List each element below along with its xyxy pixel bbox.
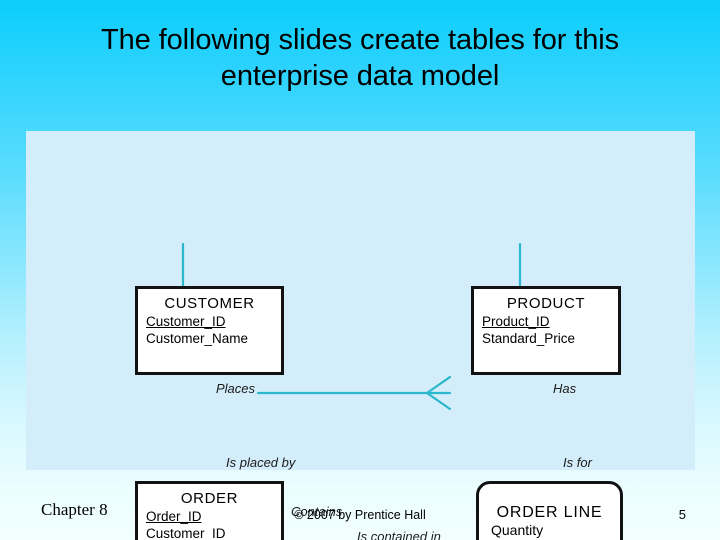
entity-order-attribute-1: Customer_ID (146, 526, 226, 540)
footer-page-number: 5 (678, 507, 686, 522)
relationship-label-has: Has (553, 381, 577, 396)
relationship-label-contains: Contains (291, 504, 343, 519)
entity-product-attribute-1: Standard_Price (482, 331, 576, 346)
relationship-label-is-for: Is for (563, 455, 592, 470)
entity-product-attribute-0: Product_ID (482, 314, 550, 329)
entity-order-line[interactable]: ORDER LINE Quantity (476, 481, 623, 540)
entity-customer-title: CUSTOMER (164, 295, 255, 312)
entity-order-line-title: ORDER LINE (496, 504, 603, 521)
entity-customer-attribute-1: Customer_Name (146, 331, 249, 346)
entity-order-attribute-0: Order_ID (146, 509, 202, 524)
entity-product-title: PRODUCT (506, 295, 586, 312)
relationship-label-is-placed-by: Is placed by (226, 455, 296, 470)
footer-chapter: Chapter 8 (41, 500, 108, 519)
entity-product[interactable]: PRODUCT Product_ID Standard_Price (471, 286, 621, 375)
footer-copyright: © 2007 by Prentice Hall (294, 508, 426, 522)
er-diagram-panel: CUSTOMER Customer_ID Customer_Name PRODU… (26, 131, 695, 540)
entity-customer[interactable]: CUSTOMER Customer_ID Customer_Name (135, 286, 284, 375)
entity-order-line-attribute-0: Quantity (491, 522, 544, 538)
entity-order-title: ORDER (180, 490, 239, 507)
relationship-label-is-contained-in: Is contained in (357, 529, 441, 540)
entity-customer-attribute-0: Customer_ID (146, 314, 226, 329)
page-title: The following slides create tables for t… (101, 24, 619, 92)
entity-order[interactable]: ORDER Order_ID Customer_ID Order_Date (135, 481, 284, 540)
relationship-label-places: Places (216, 381, 256, 396)
